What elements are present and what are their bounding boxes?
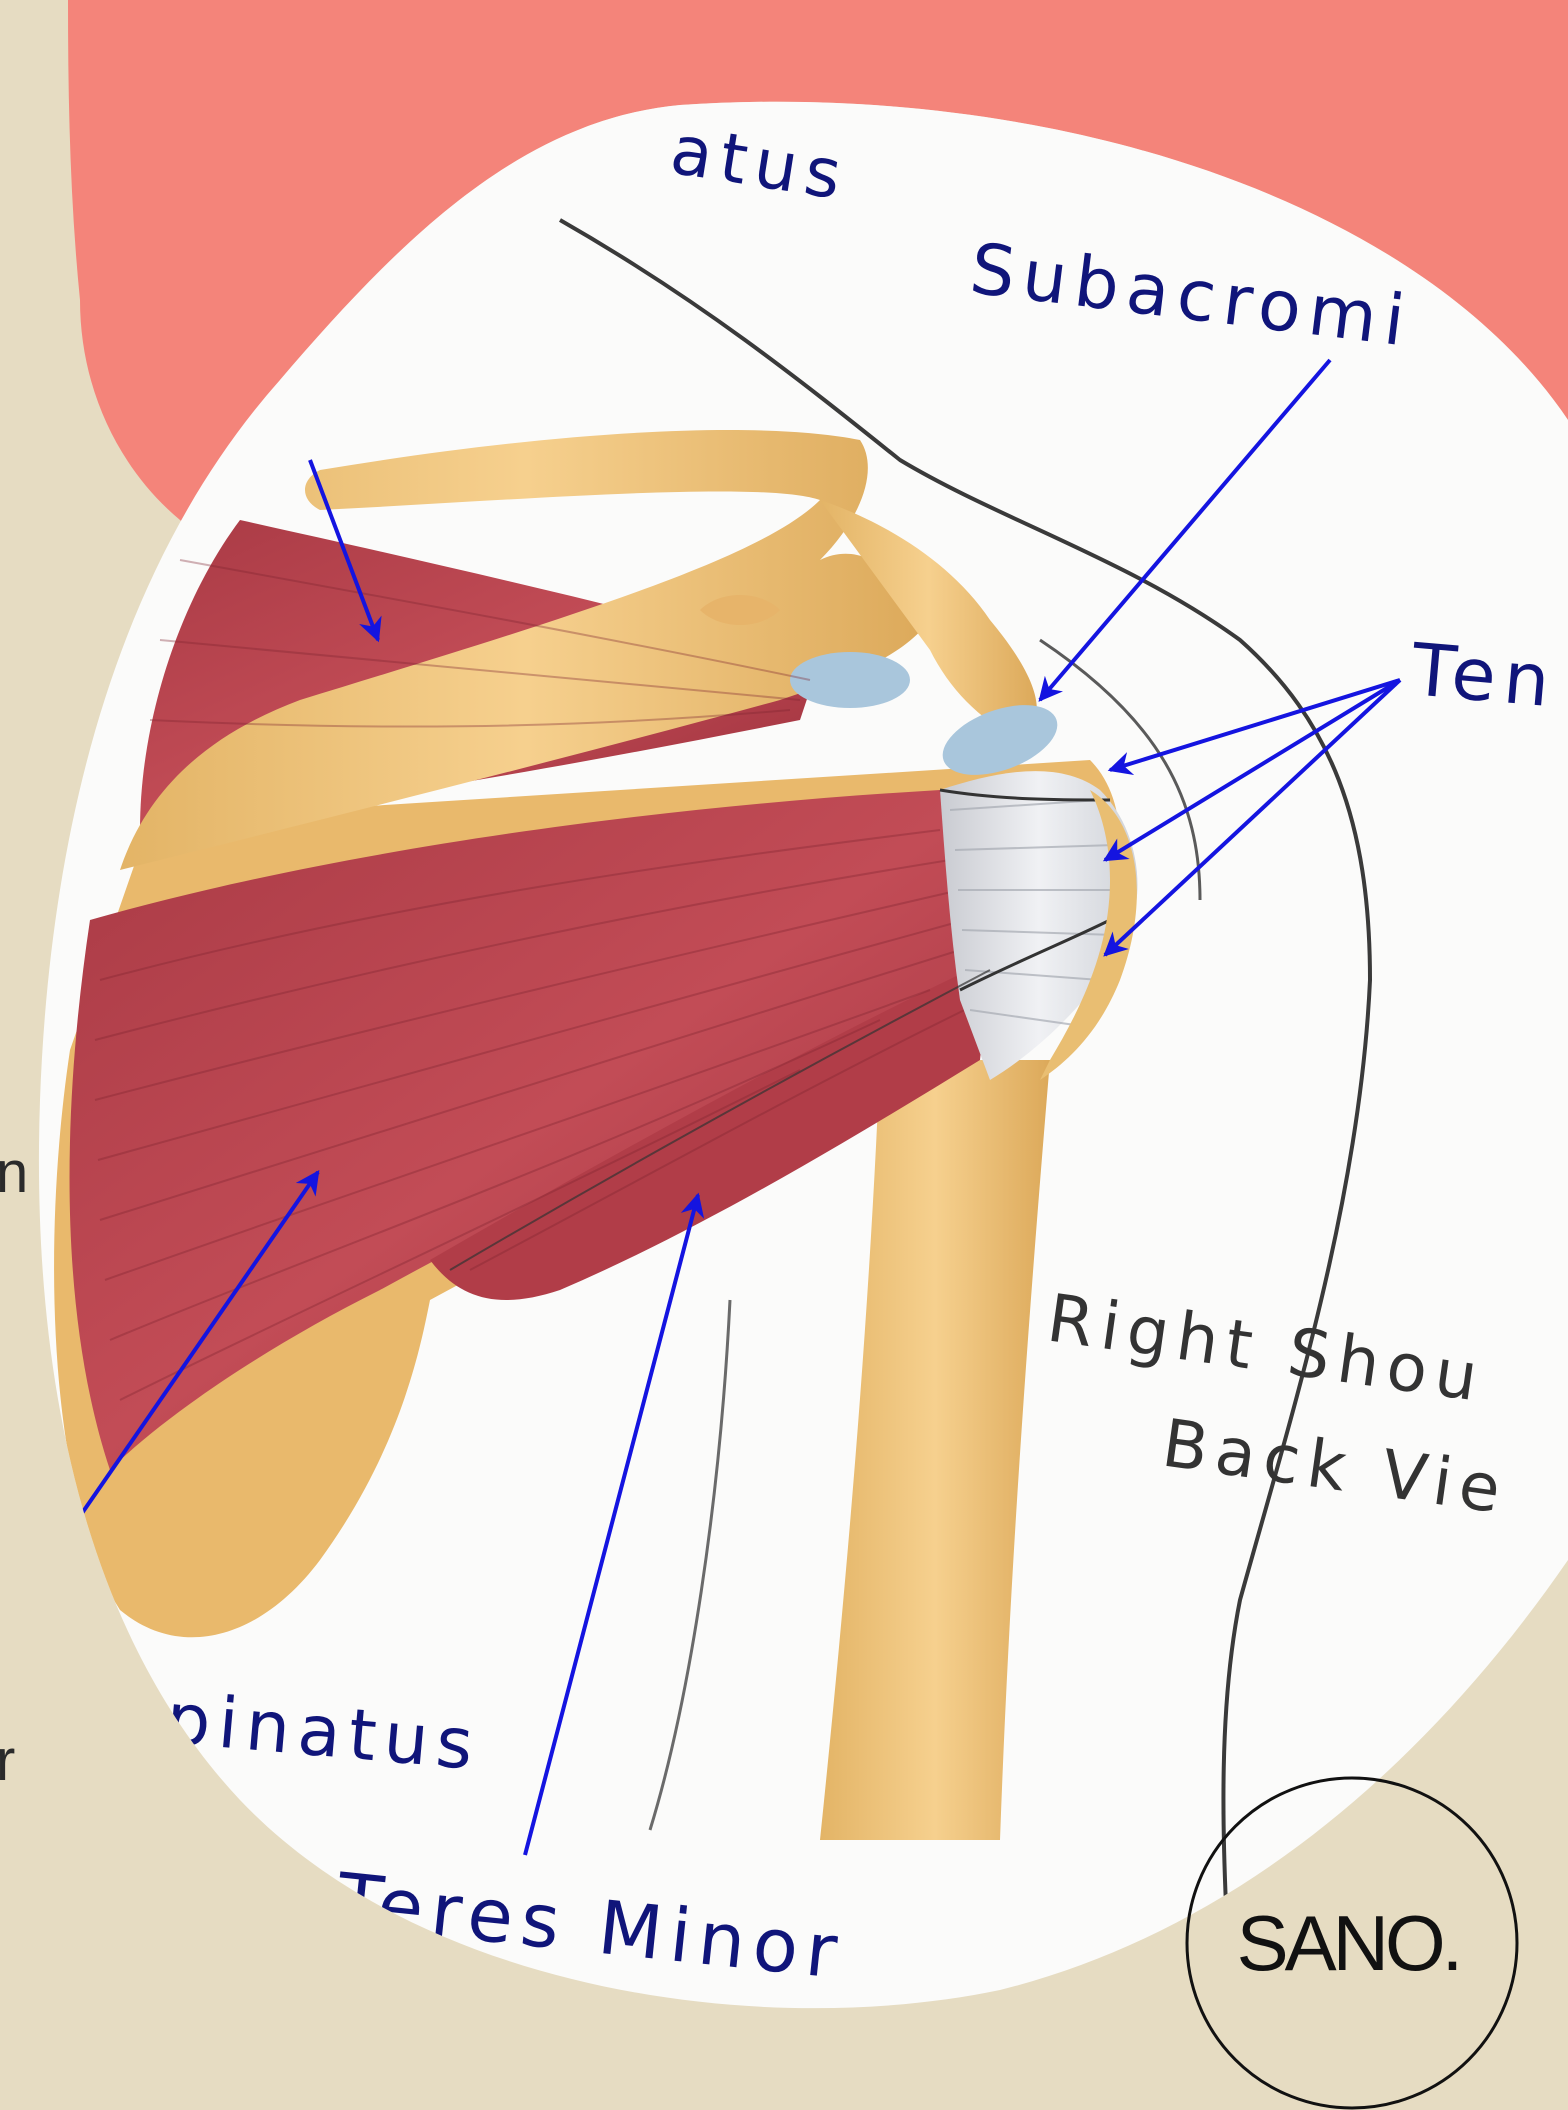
label-tendons: Ten	[1408, 627, 1561, 723]
side-text-fragment-upper: n	[0, 1140, 28, 1205]
logo-text: SANO.	[1237, 1899, 1460, 1987]
side-text-fragment-lower: r	[0, 1728, 15, 1793]
